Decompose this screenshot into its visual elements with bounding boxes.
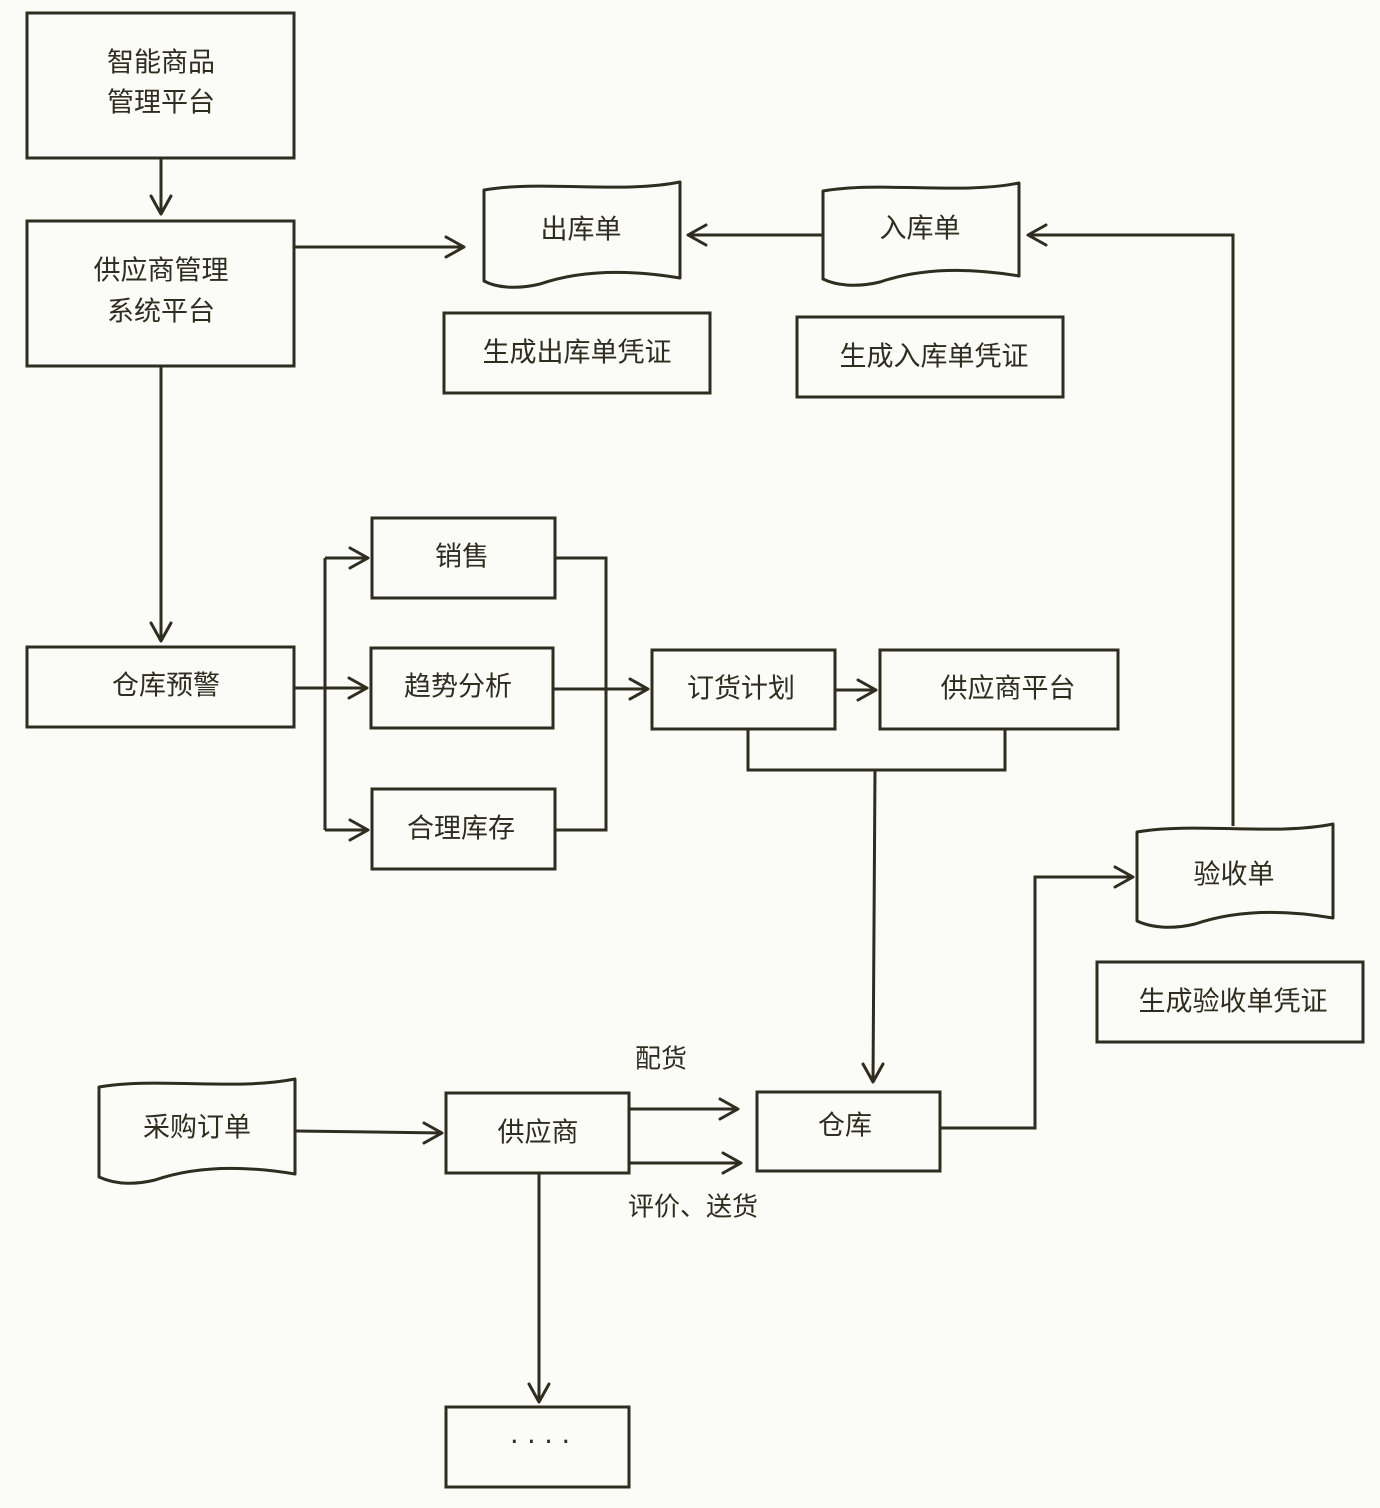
doc-outbound: 出库单 xyxy=(482,180,682,289)
node-gen-inbound: 生成入库单凭证 xyxy=(795,315,1065,399)
edge-label-evaluate-deliver: 评价、送货 xyxy=(628,1193,758,1223)
node-order-plan-label: 订货计划 xyxy=(687,674,795,705)
node-trend-analysis: 趋势分析 xyxy=(369,646,555,730)
node-warehouse: 仓库 xyxy=(755,1090,942,1173)
arrow-supplier-to-warehouse-delivery xyxy=(629,1151,743,1175)
node-reasonable-stock-label: 合理库存 xyxy=(407,814,515,845)
node-supplier-platform: 供应商平台 xyxy=(878,648,1120,731)
node-warehouse-alert-label: 仓库预警 xyxy=(112,671,220,702)
arrow-alert-to-branches xyxy=(294,546,370,842)
node-sales-label: 销售 xyxy=(435,542,489,573)
node-smart-platform: 智能商品 管理平台 xyxy=(25,11,296,160)
node-gen-acceptance-label: 生成验收单凭证 xyxy=(1139,987,1328,1018)
node-more-label: · · · · xyxy=(510,1427,570,1458)
node-order-plan: 订货计划 xyxy=(650,648,837,731)
node-warehouse-alert: 仓库预警 xyxy=(25,645,296,729)
node-gen-outbound-label: 生成出库单凭证 xyxy=(483,338,672,369)
doc-purchase-order: 采购订单 xyxy=(97,1077,297,1185)
arrow-plan-to-warehouse xyxy=(746,729,1007,1084)
arrow-supplier-mgmt-to-outbound xyxy=(294,235,466,259)
node-gen-inbound-label: 生成入库单凭证 xyxy=(840,342,1029,373)
node-supplier-mgmt-line-2: 系统平台 xyxy=(107,297,215,328)
node-trend-analysis-label: 趋势分析 xyxy=(404,672,512,703)
node-reasonable-stock: 合理库存 xyxy=(370,787,557,871)
node-gen-outbound: 生成出库单凭证 xyxy=(442,311,712,395)
arrow-branches-to-order-plan xyxy=(553,556,650,832)
node-supplier-mgmt: 供应商管理 系统平台 xyxy=(25,219,296,368)
arrow-inbound-to-outbound xyxy=(686,223,823,247)
arrow-order-plan-to-supplier-platform xyxy=(835,678,878,702)
doc-acceptance-label: 验收单 xyxy=(1194,860,1275,891)
arrow-supplier-to-more xyxy=(527,1173,551,1404)
node-gen-acceptance: 生成验收单凭证 xyxy=(1095,960,1365,1044)
arrow-supplier-to-warehouse-distribution xyxy=(629,1097,740,1121)
doc-outbound-label: 出库单 xyxy=(541,215,622,246)
doc-inbound: 入库单 xyxy=(821,181,1021,287)
node-sales: 销售 xyxy=(370,516,557,600)
edge-label-distribution: 配货 xyxy=(635,1045,687,1075)
arrow-purchase-order-to-supplier xyxy=(295,1121,444,1145)
doc-inbound-label: 入库单 xyxy=(880,214,961,245)
arrow-supplier-mgmt-to-alert xyxy=(149,366,173,643)
doc-acceptance: 验收单 xyxy=(1135,822,1335,929)
node-more: · · · · xyxy=(444,1405,631,1489)
node-smart-platform-line-2: 管理平台 xyxy=(107,88,215,119)
doc-purchase-order-label: 采购订单 xyxy=(143,1113,251,1144)
arrow-smart-to-supplier-mgmt xyxy=(149,158,173,216)
node-supplier: 供应商 xyxy=(444,1091,631,1175)
node-supplier-label: 供应商 xyxy=(498,1118,579,1149)
node-supplier-platform-label: 供应商平台 xyxy=(941,674,1076,705)
arrow-warehouse-to-acceptance xyxy=(940,865,1135,1130)
arrow-acceptance-to-inbound xyxy=(1026,223,1235,826)
node-warehouse-label: 仓库 xyxy=(818,1111,872,1142)
node-smart-platform-line-1: 智能商品 xyxy=(107,48,215,79)
node-supplier-mgmt-line-1: 供应商管理 xyxy=(94,256,229,287)
